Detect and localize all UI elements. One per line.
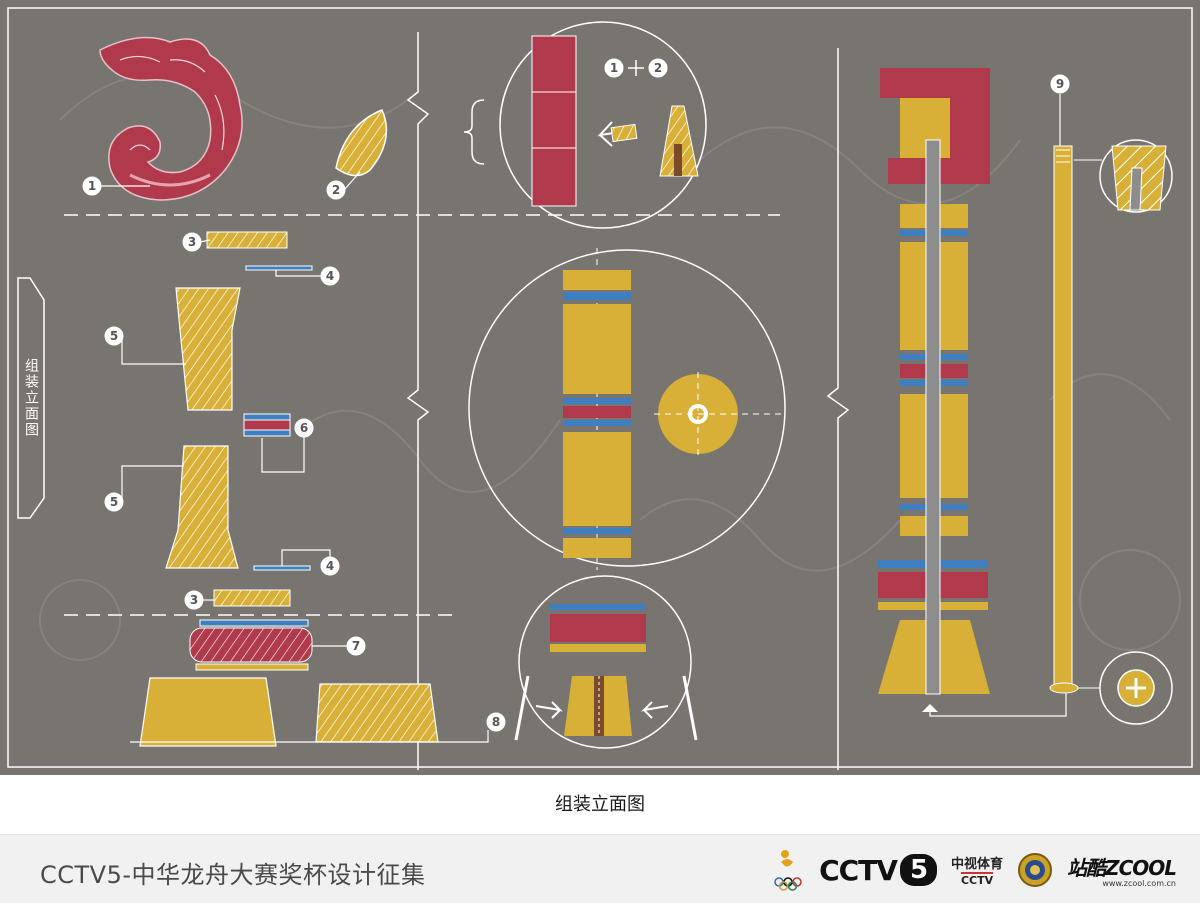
callout-4-top: 4 bbox=[326, 269, 334, 283]
cctv5-logo: CCTV 5 bbox=[819, 853, 938, 887]
callout-5-upper: 5 bbox=[110, 329, 118, 343]
callout-1: 1 bbox=[88, 179, 96, 193]
footer-title: CCTV5-中华龙舟大赛奖杯设计征集 bbox=[40, 861, 426, 889]
callout-8: 8 bbox=[492, 715, 500, 729]
base-part-8-plain bbox=[139, 677, 277, 747]
cctv-sports-logo-bottom: CCTV bbox=[960, 871, 994, 887]
band-part-6 bbox=[243, 413, 291, 437]
side-tab: 组装立面图 bbox=[18, 278, 44, 518]
cap-part-3-lower bbox=[213, 589, 291, 607]
base-ring-part-7 bbox=[189, 619, 313, 671]
callout-9: 9 bbox=[1056, 77, 1064, 91]
footer-logos: CCTV 5 中视体育 CCTV 站酷ZCOOL www.zcool.com.c… bbox=[771, 843, 1177, 897]
base-assembly-circle bbox=[514, 575, 698, 749]
break-line-right bbox=[826, 48, 850, 770]
side-tab-label: 组装立面图 bbox=[23, 358, 39, 438]
callout-3-top: 3 bbox=[188, 235, 196, 249]
cctv5-logo-number: 5 bbox=[899, 854, 938, 886]
diagram-caption: 组装立面图 bbox=[555, 794, 645, 815]
zcool-logo-url: www.zcool.com.cn bbox=[1102, 879, 1176, 888]
cap-part-3-top bbox=[206, 231, 288, 249]
callout-5-lower: 5 bbox=[110, 495, 118, 509]
dragon-head-part-1 bbox=[99, 36, 243, 201]
ornament-part-2 bbox=[335, 109, 388, 177]
callout-4-lower: 4 bbox=[326, 559, 334, 573]
cctv-sports-logo-top: 中视体育 bbox=[951, 856, 1004, 872]
cctv-sports-logo: 中视体育 CCTV bbox=[951, 853, 1003, 888]
callout-combo-2: 2 bbox=[654, 61, 662, 75]
rod-part-9 bbox=[1049, 94, 1173, 725]
footer-bar: CCTV5-中华龙舟大赛奖杯设计征集 CCTV 5 中视体育 CCTV 站酷ZC… bbox=[0, 834, 1200, 903]
assembled-trophy bbox=[878, 68, 1067, 717]
column-section-circle bbox=[468, 248, 786, 570]
callout-combo-1: 1 bbox=[610, 61, 618, 75]
cctv5-logo-text: CCTV bbox=[819, 853, 898, 887]
column-part-5-upper bbox=[175, 287, 241, 411]
break-line-left bbox=[406, 32, 430, 770]
assembly-diagram-board: 1 2 3 4 5 6 5 4 3 7 8 9 1 2 bbox=[0, 0, 1200, 775]
ring-part-4-top bbox=[245, 265, 313, 271]
callout-7: 7 bbox=[352, 639, 360, 653]
base-part-8-textured bbox=[315, 683, 439, 743]
side-tab-frame bbox=[17, 277, 45, 519]
column-part-5-lower bbox=[165, 445, 239, 569]
callout-3-lower: 3 bbox=[190, 593, 198, 607]
olympic-rings-logo bbox=[774, 850, 802, 891]
emblem-logo bbox=[1018, 853, 1053, 887]
callout-2: 2 bbox=[332, 183, 340, 197]
ring-part-4-lower bbox=[253, 565, 311, 571]
callout-6: 6 bbox=[300, 421, 308, 435]
top-detail-circle bbox=[499, 21, 707, 229]
zcool-logo: 站酷ZCOOL www.zcool.com.cn bbox=[1067, 852, 1177, 888]
zcool-logo-text: 站酷ZCOOL bbox=[1067, 856, 1177, 880]
